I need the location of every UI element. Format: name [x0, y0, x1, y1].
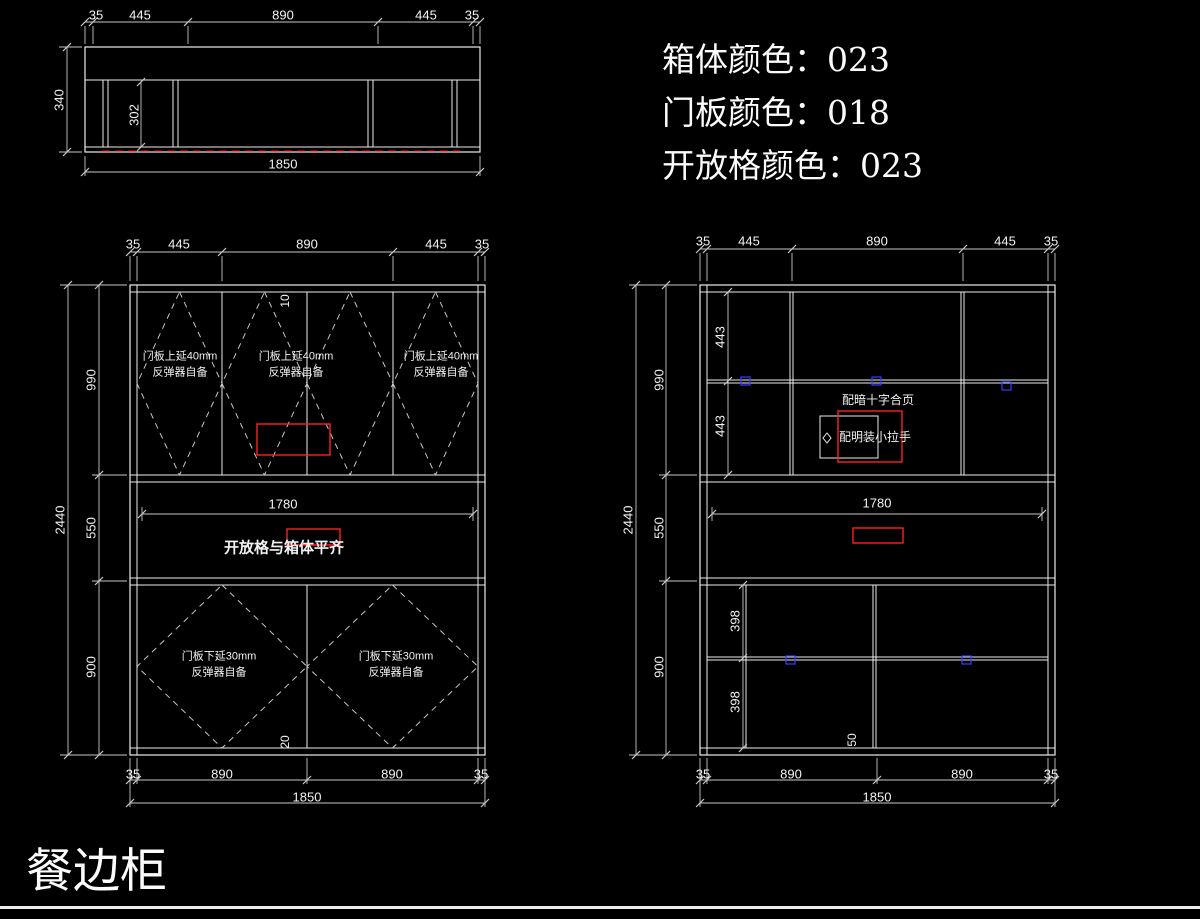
annotation: 反弹器自备	[268, 366, 324, 379]
dim-label: 890	[866, 233, 888, 249]
dim-label: 398	[727, 610, 743, 632]
dim-label: 1850	[268, 156, 298, 172]
dim-label: 445	[994, 233, 1016, 249]
dim-label: 35	[88, 7, 104, 23]
annotation: 开放格与箱体平齐	[223, 539, 345, 557]
top-view-dimension-lines	[59, 17, 485, 177]
red-highlight-box	[256, 423, 331, 456]
dim-label: 890	[272, 7, 294, 23]
dim-label: 1780	[862, 495, 892, 511]
handle-detail-panel	[819, 415, 879, 459]
handle-diamond-icon	[822, 432, 832, 444]
top-view-linework	[84, 46, 481, 153]
dim-label: 890	[296, 236, 318, 252]
hinge-marker-icons	[740, 376, 1012, 665]
dim-label: 302	[126, 104, 142, 126]
dim-label: 20	[278, 735, 292, 749]
dim-label: 900	[651, 656, 667, 678]
annotation: 配明装小拉手	[838, 430, 912, 444]
dim-label: 550	[651, 517, 667, 539]
dim-label: 990	[83, 369, 99, 391]
red-highlight-box	[837, 410, 903, 463]
front-view-dimension-lines	[60, 247, 490, 808]
dim-label: 890	[381, 766, 403, 782]
red-highlight-box	[286, 528, 341, 546]
dim-label: 990	[651, 369, 667, 391]
annotation: 反弹器自备	[191, 666, 247, 679]
dim-label: 340	[51, 89, 67, 111]
dim-label: 890	[780, 766, 802, 782]
annotation: 门板上延40mm	[258, 350, 334, 363]
red-highlight-box	[852, 527, 904, 544]
annotation: 反弹器自备	[368, 666, 424, 679]
door-swing-dashed-lines	[136, 290, 479, 749]
dim-label: 550	[83, 517, 99, 539]
dim-label: 900	[83, 656, 99, 678]
dim-label: 2440	[620, 505, 636, 535]
dim-label: 35	[695, 233, 711, 249]
note-door-color: 门板颜色：018	[662, 93, 890, 132]
dim-label: 445	[738, 233, 760, 249]
annotation: 门板上延40mm	[403, 350, 479, 363]
dim-label: 2440	[52, 505, 68, 535]
dim-label: 445	[425, 236, 447, 252]
dim-label: 890	[951, 766, 973, 782]
dim-label: 35	[474, 236, 490, 252]
dim-label: 35	[695, 766, 711, 782]
front-view-linework	[129, 284, 486, 756]
annotation: 门板下延30mm	[181, 650, 257, 663]
dim-label: 35	[464, 7, 480, 23]
dim-label: 445	[415, 7, 437, 23]
dim-label: 35	[1043, 766, 1059, 782]
dim-label: 443	[712, 415, 728, 437]
dim-label: 445	[129, 7, 151, 23]
annotation: 门板下延30mm	[358, 650, 434, 663]
dim-label: 35	[1043, 233, 1059, 249]
dim-label: 35	[125, 236, 141, 252]
dim-label: 1780	[268, 496, 298, 512]
dim-label: 35	[125, 766, 141, 782]
internal-view-dimension-lines	[629, 244, 1060, 808]
dim-label: 1850	[292, 789, 322, 805]
dim-label: 890	[211, 766, 233, 782]
annotation: 门板上延40mm	[142, 350, 218, 363]
annotation: 反弹器自备	[413, 366, 469, 379]
dim-label: 50	[845, 733, 859, 747]
dim-label: 1850	[862, 789, 892, 805]
title-underline	[0, 906, 1200, 909]
internal-view-linework	[699, 284, 1056, 756]
drawing-title: 餐边柜	[26, 844, 167, 899]
note-open-shelf-color: 开放格颜色：023	[662, 146, 923, 185]
dim-label: 443	[712, 326, 728, 348]
annotation: 配暗十字合页	[841, 393, 915, 407]
dim-label: 10	[278, 294, 292, 308]
dim-label: 445	[168, 236, 190, 252]
dim-label: 35	[473, 766, 489, 782]
dim-label: 398	[727, 691, 743, 713]
note-cabinet-color: 箱体颜色：023	[662, 40, 890, 79]
color-notes: 箱体颜色：023 门板颜色：018 开放格颜色：023	[662, 33, 923, 192]
annotation: 反弹器自备	[152, 366, 208, 379]
